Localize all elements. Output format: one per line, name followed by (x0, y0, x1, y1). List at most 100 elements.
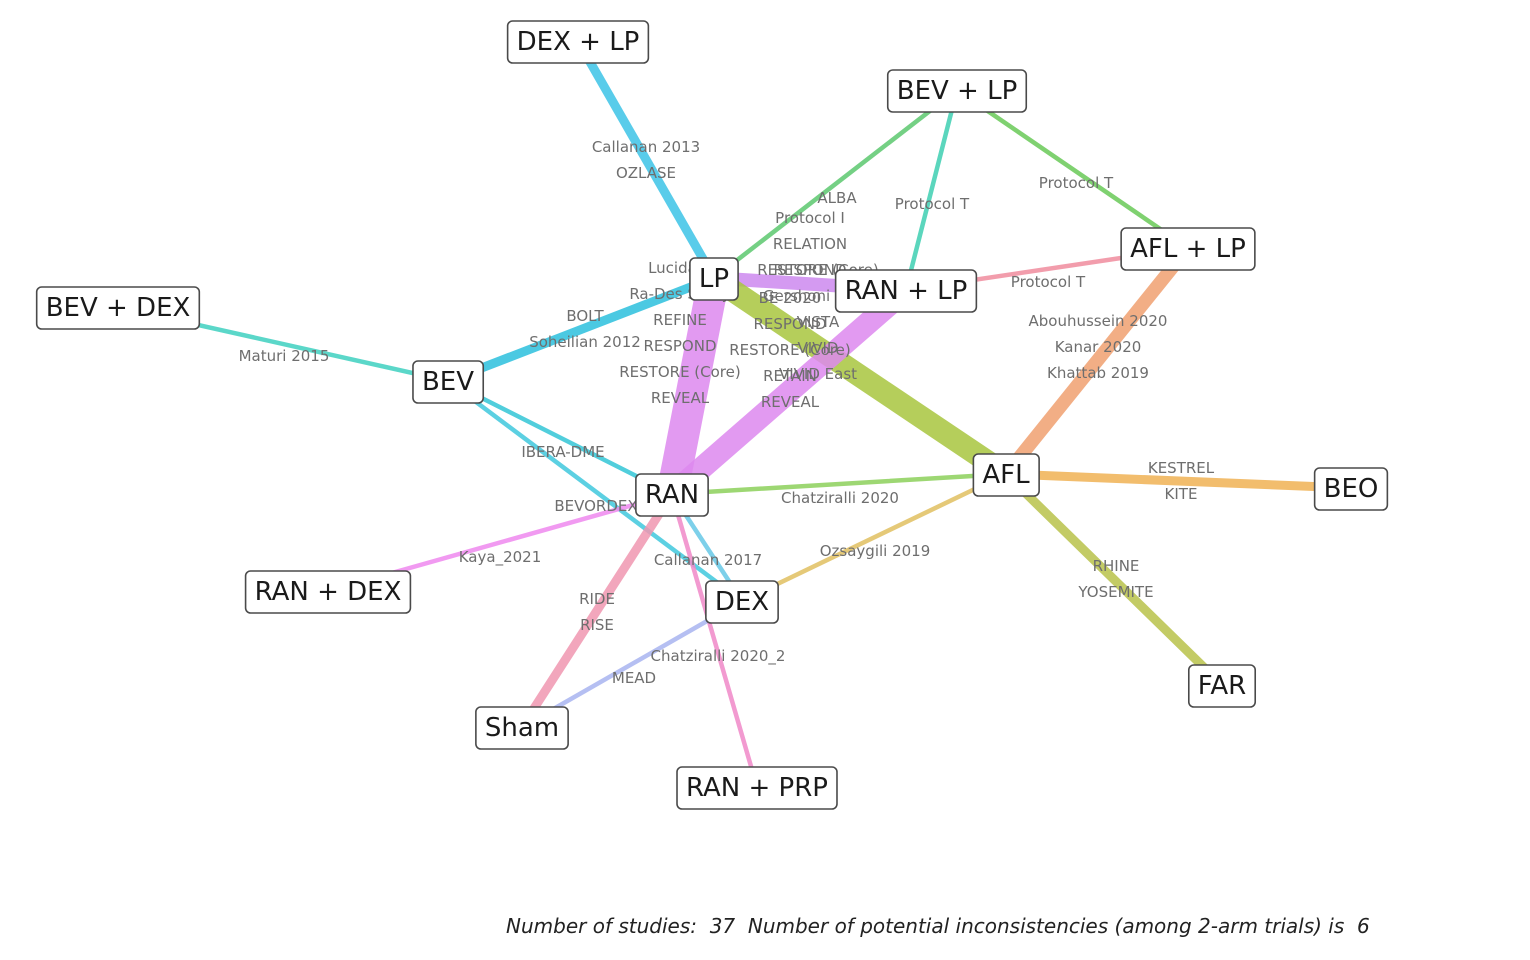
edge-ranlp-ran (660, 278, 918, 506)
edge-study-label: Callanan 2017 (654, 551, 762, 569)
edge-study-label: RELATION (773, 235, 847, 253)
node-ran: RAN (635, 473, 709, 517)
edge-study-label: BEVORDEX (554, 497, 637, 515)
edge-bevlp-lp (711, 87, 960, 281)
node-ranprp: RAN + PRP (676, 766, 838, 810)
node-box (475, 706, 569, 750)
edge-study-label: BE 2020 (759, 289, 822, 307)
edge-study-label: ALBA (817, 189, 857, 207)
edge-study-label: Callanan 2013 (592, 138, 700, 156)
edge-dexlp-lp (573, 36, 719, 283)
edge-study-label: Protocol I (775, 209, 845, 227)
node-dexlp: DEX + LP (506, 20, 650, 64)
node-box (1313, 467, 1389, 511)
edge-study-label: REVEAL (651, 389, 710, 407)
node-label: BEV + DEX (46, 293, 191, 323)
edge-bev-ran (445, 378, 675, 497)
edge-study-label: Chatziralli 2020 (781, 489, 899, 507)
edge-ran-afl (669, 471, 1009, 497)
node-label: RAN + DEX (255, 577, 402, 607)
node-label: BEO (1324, 474, 1379, 504)
node-sham: Sham (475, 706, 569, 750)
node-ranlp: RAN + LP (834, 269, 978, 313)
edge-study-label: REFINE (653, 311, 707, 329)
footer-summary: Number of studies: 37 Number of potentia… (506, 914, 1370, 938)
edge-study-label: Protocol T (1039, 174, 1114, 192)
edge-bevlp-ranlp (903, 87, 960, 293)
edge-study-label: Soheilian 2012 (529, 333, 641, 351)
edge-study-label: VISTA (797, 313, 840, 331)
node-box (705, 580, 779, 624)
edges-layer (115, 36, 1356, 790)
edge-study-label: VIVID East (779, 365, 857, 383)
edge-lp-afl (702, 266, 1018, 486)
edge-lp-bev (443, 273, 719, 386)
node-label: DEX + LP (517, 27, 640, 57)
node-randex: RAN + DEX (244, 570, 412, 614)
edge-dex-sham (519, 598, 745, 730)
edge-study-label: KITE (1165, 485, 1198, 503)
edge-study-label: RESPOND (773, 261, 846, 279)
edge-study-label: Protocol T (1011, 273, 1086, 291)
edge-ran-sham (517, 489, 677, 732)
node-afl: AFL (972, 453, 1040, 497)
edge-study-label: Kaya_2021 (459, 548, 542, 567)
node-beo: BEO (1313, 467, 1389, 511)
node-label: BEV + LP (897, 76, 1018, 106)
node-dex: DEX (705, 580, 779, 624)
edge-study-label: VIVID (798, 339, 839, 357)
edge-study-label: IBERA-DME (521, 443, 604, 461)
edge-lp-ran (656, 262, 730, 510)
node-label: LP (699, 264, 729, 294)
edge-study-label: RHINE (1093, 557, 1140, 575)
node-label: RAN + LP (845, 276, 968, 306)
node-box (1120, 227, 1256, 271)
node-box (635, 473, 709, 517)
node-bev: BEV (412, 360, 485, 404)
node-box (676, 766, 838, 810)
edge-study-label: RESTORE (Core) (619, 363, 740, 381)
edge-study-label: Chatziralli 2020_2 (651, 647, 786, 666)
edge-study-label: REVEAL (761, 393, 820, 411)
nodes-layer: DEX + LP BEV + LP AFL + LP LP RAN + LP BEV + … (35, 20, 1389, 810)
node-bevdex: BEV + DEX (35, 286, 201, 330)
node-label: AFL (982, 460, 1030, 490)
node-box (834, 269, 978, 313)
node-lp: LP (689, 257, 739, 301)
node-label: BEV (422, 367, 474, 397)
edge-bevlp-afllp (954, 87, 1191, 251)
node-box (244, 570, 412, 614)
node-label: DEX (715, 587, 769, 617)
node-label: RAN + PRP (686, 773, 828, 803)
edge-study-label: RIDE (579, 590, 615, 608)
node-far: FAR (1187, 664, 1257, 708)
edge-study-label: OZLASE (616, 164, 676, 182)
node-bevlp: BEV + LP (886, 69, 1028, 113)
node-box (972, 453, 1040, 497)
node-afllp: AFL + LP (1120, 227, 1256, 271)
edge-study-label: MEAD (612, 669, 656, 687)
edge-afl-far (1001, 469, 1227, 690)
edge-study-label: RESPOND (643, 337, 716, 355)
node-label: Sham (485, 713, 559, 743)
edge-study-label: RISE (580, 616, 614, 634)
edge-study-label: RESTORE (Core) (729, 341, 850, 359)
node-box (1187, 664, 1257, 708)
node-box (506, 20, 650, 64)
node-label: AFL + LP (1130, 234, 1246, 264)
node-box (35, 286, 201, 330)
edge-study-label: RESPOND (753, 315, 826, 333)
edge-study-label: YOSEMITE (1077, 583, 1153, 601)
edge-afllp-afl (999, 241, 1195, 481)
node-box (412, 360, 485, 404)
edge-study-label: KESTREL (1148, 459, 1215, 477)
node-box (886, 69, 1028, 113)
node-label: RAN (645, 480, 699, 510)
edge-study-label: RETAIN (763, 367, 817, 385)
edge-study-label: Protocol T (895, 195, 970, 213)
edge-study-label: BOLT (566, 307, 604, 325)
edge-study-label: Maturi 2015 (239, 347, 330, 365)
node-label: FAR (1198, 671, 1246, 701)
edge-study-label: Ozsaygili 2019 (820, 542, 931, 560)
